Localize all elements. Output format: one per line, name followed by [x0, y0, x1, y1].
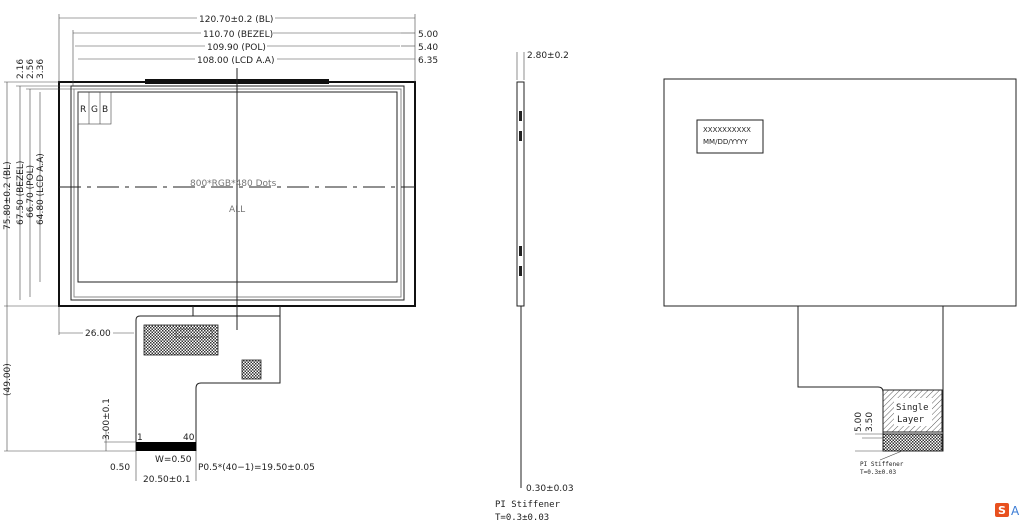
- offset-bezel: 5.00: [418, 30, 438, 40]
- resolution-label: 800*RGB*480 Dots: [190, 179, 277, 189]
- contact-length: 3.00±0.1: [102, 398, 112, 440]
- label-date: MM/DD/YYYY: [703, 138, 748, 146]
- dim-pol-width: 109.90 (POL): [207, 43, 266, 53]
- pin-width: W=0.50: [155, 455, 192, 465]
- dim-3-5: 3.50: [865, 412, 875, 432]
- fpc-offset: 26.00: [85, 329, 111, 339]
- pin-last: 40: [183, 433, 195, 443]
- offset-pol: 5.40: [418, 43, 438, 53]
- dim-bl-height: 75.80±0.2 (BL): [3, 161, 13, 230]
- top-offset-3: 3.36: [36, 59, 46, 79]
- top-offset-2: 2.56: [26, 59, 36, 79]
- fpc-outline: [135, 315, 281, 451]
- fpc-component-area: [143, 324, 219, 356]
- back-view: XXXXXXXXXX MM/DD/YYYY Single Layer 5.00 …: [663, 78, 1017, 476]
- back-outline: [663, 78, 1017, 307]
- fpc-component: [241, 359, 262, 380]
- top-offset-1: 2.16: [16, 59, 26, 79]
- single-layer-line1: Single: [896, 403, 929, 413]
- pixel-r: R: [80, 105, 86, 115]
- offset-lcd: 6.35: [418, 56, 438, 66]
- dim-bl-width: 120.70±0.2 (BL): [199, 15, 273, 25]
- svg-text:S: S: [998, 504, 1006, 517]
- svg-text:A: A: [1011, 504, 1020, 518]
- dim-lcd-width: 108.00 (LCD A.A): [197, 56, 274, 66]
- watermark-logo: S A: [995, 503, 1020, 518]
- all-label: ALL: [229, 205, 245, 215]
- product-label: [696, 119, 764, 154]
- dim-lcd-height: 64.80 (LCD A.A): [36, 153, 46, 225]
- label-code: XXXXXXXXXX: [703, 126, 751, 134]
- back-stiffener-thickness: T=0.3±0.03: [860, 469, 897, 476]
- back-stiffener-label: PI Stiffener: [860, 461, 904, 468]
- side-view: 2.80±0.2 0.30±0.03 PI Stiffener T=0.3±0.…: [495, 51, 574, 523]
- connector-pins[interactable]: [136, 442, 196, 451]
- fpc-thickness: 0.30±0.03: [526, 484, 574, 494]
- dim-bezel-height: 67.50 (BEZEL): [16, 161, 26, 225]
- stiffener-thickness: T=0.3±0.03: [495, 513, 549, 523]
- dim-5: 5.00: [854, 412, 864, 432]
- dim-bezel-width: 110.70 (BEZEL): [203, 30, 273, 40]
- edge-offset: 0.50: [110, 463, 130, 473]
- stiffener-label: PI Stiffener: [495, 500, 561, 510]
- pin-first: 1: [137, 433, 143, 443]
- single-layer-line2: Layer: [897, 415, 925, 425]
- back-stiffener: [882, 433, 943, 452]
- pitch: P0.5*(40−1)=19.50±0.05: [198, 463, 315, 473]
- fpc-length: (49.00): [3, 363, 13, 396]
- connector-width: 20.50±0.1: [143, 475, 191, 485]
- pixel-box: [77, 91, 112, 125]
- pixel-g: G: [91, 105, 98, 115]
- dim-pol-height: 66.70 (POL): [26, 165, 36, 218]
- pixel-b: B: [102, 105, 108, 115]
- front-view: R G B 800*RGB*480 Dots ALL 120.70±0.2 (B…: [3, 12, 438, 485]
- thickness: 2.80±0.2: [527, 51, 569, 61]
